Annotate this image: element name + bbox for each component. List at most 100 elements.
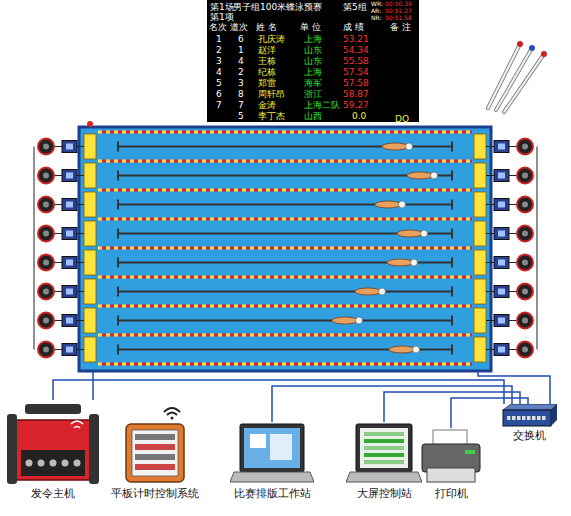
start-block [62,286,77,298]
start-block [494,315,509,327]
start-block [66,173,73,179]
screen-row [135,444,175,450]
column-header: 成 绩 [343,23,364,32]
port [512,416,516,420]
column-header: 名次 [209,23,227,32]
board-cell: 2 [216,46,222,55]
laptop-lid [356,424,412,472]
column-header: 姓 名 [256,23,277,32]
lane-rope [98,363,472,366]
cable [92,371,94,400]
event-number: 第1场 [210,3,234,12]
board-cell: 1 [216,35,222,44]
device-node: 打印机 [418,428,484,500]
touch-pad [84,337,96,362]
swimmer [397,230,423,237]
lane-rope [98,131,472,134]
start-block [494,257,509,269]
device-label: 发令主机 [31,488,75,500]
lane-line [117,316,119,326]
window [270,434,292,460]
lane-line [118,175,452,177]
screen-row [364,432,404,436]
swimmer-cap [406,143,413,150]
board-cell: 上海 [304,35,322,44]
board-cell: 53.21 [343,35,369,44]
laptop-lid [240,424,304,472]
start-block [498,173,505,179]
lane-line [118,291,452,293]
touch-pad [474,308,486,333]
speaker [517,313,533,329]
board-cell: 王栋 [258,57,276,66]
start-block [66,231,73,237]
board-cell: 上海 [304,68,322,77]
lane-line [451,200,453,210]
speaker [38,313,54,329]
speaker [517,255,533,271]
start-block [498,144,505,150]
device-label: 打印机 [435,488,468,500]
board-cell: 57.54 [343,68,369,77]
microphone-tip [529,45,535,51]
swimmer [407,172,433,179]
housing [11,420,95,480]
device-node: 发令主机 [3,400,103,500]
knob [26,460,33,467]
swimmer [382,143,408,150]
board-cell: 3 [216,57,222,66]
lane-line [451,316,453,326]
speaker [522,144,528,150]
switch-side [551,404,557,426]
speaker [38,284,54,300]
board-cell: 57.58 [343,79,369,88]
board-cell: 赵洋 [258,46,276,55]
speaker [522,173,528,179]
board-cell: 郑雷 [258,79,276,88]
device-node: 大屏控制站 [342,422,426,500]
swimmer [375,201,401,208]
printer-icon [419,428,483,486]
speaker [43,318,49,324]
swimmer [387,259,413,266]
laptop2-icon [346,422,422,486]
lane-rope [98,189,472,192]
touch-pad [474,279,486,304]
port [517,416,521,420]
touch-pad [474,192,486,217]
board-cell: 山东 [304,57,322,66]
lane-rope [98,218,472,221]
speaker [522,260,528,266]
start-block [62,257,77,269]
lane-rope [98,276,472,279]
start-block [62,170,77,182]
swimmer-cap [413,346,420,353]
screen-row [135,454,175,460]
touch-pad [474,221,486,246]
swimmer-cap [379,288,386,295]
start-block [66,202,73,208]
start-block [62,315,77,327]
speaker [43,260,49,266]
column-header: 备 注 [390,23,411,32]
board-cell: 山西 [304,112,322,121]
start-block [66,318,73,324]
touch-pad [84,192,96,217]
swimmer-cap [356,317,363,324]
port [522,416,526,420]
swimmer-cap [411,259,418,266]
start-block [498,260,505,266]
lane-line [117,287,119,297]
device-node: 比赛排版工作站 [222,422,322,500]
port [537,416,541,420]
switch-body [503,410,551,426]
lane-rope [98,334,472,337]
speaker [43,289,49,295]
touch-pad [84,308,96,333]
wifi-symbol [71,421,83,428]
screen-row [364,460,404,464]
screen-row [364,453,404,457]
speaker [43,144,49,150]
microphone [504,54,544,112]
cable [34,147,35,350]
